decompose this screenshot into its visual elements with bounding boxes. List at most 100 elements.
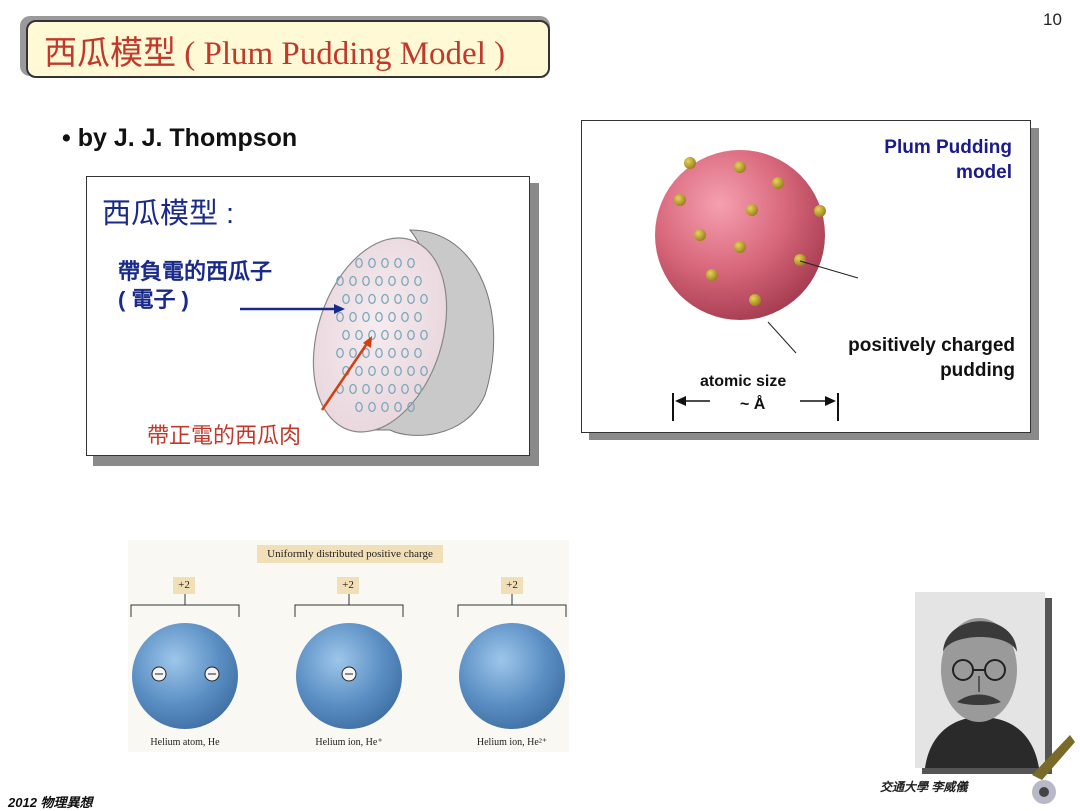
charge-badge-1: +2 xyxy=(173,577,195,594)
seed-dot xyxy=(362,311,370,323)
seed-dot xyxy=(394,365,402,377)
seed-dot xyxy=(381,365,389,377)
helium-caption-3: Helium ion, He²⁺ xyxy=(476,737,548,748)
title-box xyxy=(26,20,550,78)
seed-dot xyxy=(349,383,357,395)
seed-dot xyxy=(375,311,383,323)
helium-atoms xyxy=(130,594,567,729)
seed-dot xyxy=(342,293,350,305)
seed-dot xyxy=(375,347,383,359)
plum-dot xyxy=(772,177,784,189)
seed-dot xyxy=(381,401,389,413)
helium-header: Uniformly distributed positive charge xyxy=(257,545,443,563)
seed-dot xyxy=(407,401,415,413)
seed-dot xyxy=(420,365,428,377)
seed-dot xyxy=(388,275,396,287)
positive-pudding-line1: positively charged xyxy=(848,335,1015,356)
seed-dot xyxy=(336,311,344,323)
slide-title: 西瓜模型 ( Plum Pudding Model ) xyxy=(44,36,506,72)
watermelon-illustration xyxy=(240,229,495,436)
plum-dot xyxy=(674,194,686,206)
seed-dot xyxy=(414,347,422,359)
plum-dot xyxy=(746,204,758,216)
seed-dot xyxy=(336,275,344,287)
angstrom-label: ~ Å xyxy=(740,396,766,413)
seed-dot xyxy=(388,347,396,359)
watermelon-heading: 西瓜模型 : xyxy=(102,198,235,230)
positive-pudding-label: positively charged pudding xyxy=(780,333,1015,383)
seed-dot xyxy=(414,275,422,287)
seed-dot xyxy=(407,257,415,269)
portrait-drawing xyxy=(915,592,1045,768)
negative-seed-line1: 帶負電的西瓜子 xyxy=(118,259,273,284)
mascot-icon xyxy=(1032,735,1075,804)
seed-dot xyxy=(342,329,350,341)
seed-dot xyxy=(362,383,370,395)
plum-dot xyxy=(684,157,696,169)
footer-right: 交通大學 李威儀 xyxy=(880,780,968,794)
plum-dot xyxy=(706,269,718,281)
plum-dot xyxy=(794,254,806,266)
seed-dot xyxy=(394,401,402,413)
seed-dot xyxy=(368,257,376,269)
plum-pudding-label-line2: model xyxy=(956,162,1012,183)
footer-left: 2012 物理異想 xyxy=(8,795,93,810)
seed-dot xyxy=(368,293,376,305)
charge-badge-3: +2 xyxy=(501,577,523,594)
positive-flesh-label: 帶正電的西瓜肉 xyxy=(147,423,302,448)
plum-dot xyxy=(734,241,746,253)
seed-dot xyxy=(349,311,357,323)
seed-dot xyxy=(388,311,396,323)
seed-dot xyxy=(401,347,409,359)
author-bullet: • by J. J. Thompson xyxy=(62,124,298,152)
thomson-portrait xyxy=(915,592,1045,768)
seed-dot xyxy=(381,329,389,341)
positive-pudding-line2: pudding xyxy=(940,360,1015,381)
seed-dot xyxy=(420,329,428,341)
seed-dot xyxy=(401,275,409,287)
seed-dot xyxy=(355,401,363,413)
seed-dot xyxy=(355,329,363,341)
plum-pudding-label: Plum Pudding model xyxy=(790,135,1012,185)
page-number: 10 xyxy=(1043,10,1062,29)
seed-dot xyxy=(362,347,370,359)
seed-dot xyxy=(368,401,376,413)
seed-dot xyxy=(375,275,383,287)
seed-dot xyxy=(355,257,363,269)
plum-pudding-illustration xyxy=(655,150,859,421)
helium-caption-1: Helium atom, He xyxy=(150,737,220,748)
seed-dot xyxy=(407,365,415,377)
seed-dot xyxy=(394,293,402,305)
seed-dot xyxy=(388,383,396,395)
seed-dot xyxy=(368,365,376,377)
atomic-size-label: atomic size xyxy=(700,373,787,390)
seed-dot xyxy=(355,365,363,377)
seed-dot xyxy=(336,347,344,359)
charge-badge-2: +2 xyxy=(337,577,359,594)
seed-dot xyxy=(381,293,389,305)
negative-seed-line2: ( 電子 ) xyxy=(118,287,189,312)
plum-pudding-label-line1: Plum Pudding xyxy=(884,137,1012,158)
seed-dot xyxy=(368,329,376,341)
seed-dot xyxy=(381,257,389,269)
seed-dot xyxy=(349,275,357,287)
negative-seed-label: 帶負電的西瓜子 ( 電子 ) xyxy=(118,258,272,314)
seed-dot xyxy=(394,329,402,341)
helium-caption-2: Helium ion, He⁺ xyxy=(315,737,383,748)
plum-dot xyxy=(749,294,761,306)
plum-dot xyxy=(734,161,746,173)
seed-dot xyxy=(362,275,370,287)
plum-dot xyxy=(814,205,826,217)
seed-dot xyxy=(394,257,402,269)
seed-dot xyxy=(355,293,363,305)
seed-dot xyxy=(407,293,415,305)
seed-dot xyxy=(401,311,409,323)
seed-dot xyxy=(420,293,428,305)
plum-dot xyxy=(694,229,706,241)
seed-dot xyxy=(407,329,415,341)
seed-dot xyxy=(401,383,409,395)
seed-dot xyxy=(414,383,422,395)
seed-dot xyxy=(414,311,422,323)
seed-dot xyxy=(375,383,383,395)
seed-dot xyxy=(349,347,357,359)
